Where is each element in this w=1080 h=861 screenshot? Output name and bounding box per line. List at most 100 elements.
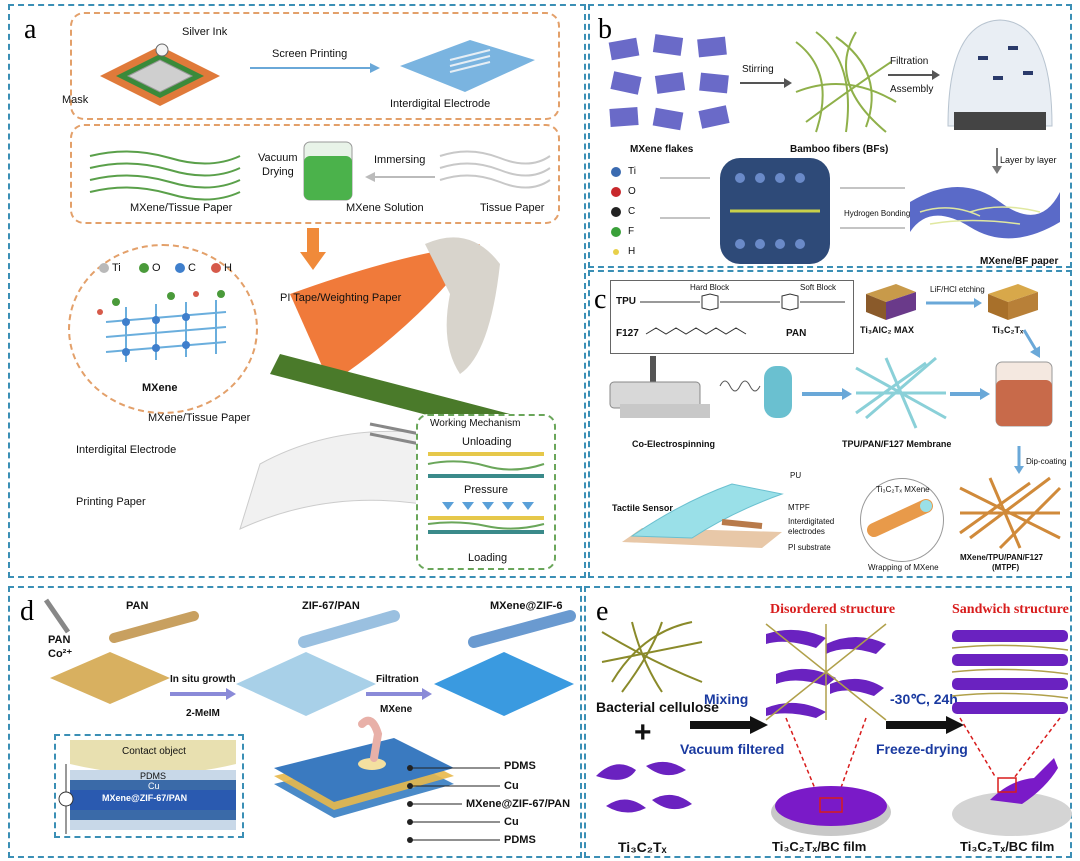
dip-beaker: [995, 361, 1053, 427]
layer-arrow: [992, 148, 1002, 174]
loading-label: Loading: [468, 552, 508, 564]
sandwich-structure: [951, 630, 1069, 714]
hydrogen-bonding-label: Hydrogen Bonding: [844, 209, 911, 218]
in-situ-arrow: [170, 688, 236, 700]
tpu-structure: [640, 293, 845, 311]
plus-sign: +: [634, 716, 652, 749]
legend-c-label: C: [188, 262, 196, 274]
mxene-zif-inset-label: MXene@ZIF-67/PAN: [102, 793, 188, 803]
sandwich-film: [952, 717, 1072, 836]
disordered-structure: [765, 623, 887, 721]
inset-layers: [70, 740, 236, 830]
chemical-structures-box: [610, 280, 854, 354]
legend-b-o: O: [628, 186, 636, 197]
molecular-structure: [660, 158, 905, 264]
drying-label: Drying: [262, 166, 294, 178]
pi-tape-label: PI Tape/Weighting Paper: [280, 292, 402, 304]
filtration-arrow: [888, 70, 940, 80]
legend-c-dot: [175, 263, 185, 273]
vacuum-filtered-label: Vacuum filtered: [680, 741, 785, 757]
mixing-arrow: [690, 716, 768, 734]
panel-label-b: b: [598, 14, 612, 45]
panel-b: b MXene flakes Stirring Bamboo fibers (B…: [588, 4, 1072, 268]
pan-c-label: PAN: [786, 328, 807, 339]
film2-label: Ti₃C₂Tₓ/BC film: [960, 839, 1055, 854]
beaker-mxene-solution: [303, 141, 353, 201]
layer-label-3: Cu: [504, 816, 519, 828]
panel-label-d: d: [20, 596, 34, 627]
legend-b-h: H: [628, 246, 636, 257]
interdigital-electrode-top-label: Interdigital Electrode: [390, 98, 491, 110]
freeze-temp-label: -30℃, 24h: [890, 691, 958, 707]
tpu-label: TPU: [616, 296, 636, 307]
composite-abbr-label: (MTPF): [992, 563, 1020, 572]
layer-by-layer-label: Layer by layer: [1000, 155, 1057, 165]
wrapping-label: Wrapping of MXene: [868, 563, 939, 572]
down-arrow-orange: [300, 228, 326, 270]
membrane-label: TPU/PAN/F127 Membrane: [842, 439, 952, 449]
layer-label-1: Cu: [504, 780, 519, 792]
mxene-tissue-paper-label: MXene/Tissue Paper: [148, 412, 251, 424]
max-label: Ti₃AlC₂ MAX: [860, 325, 914, 335]
layer-leader-lines: [407, 765, 500, 843]
mask-label: Mask: [62, 94, 89, 106]
mxene-zif-mat: [434, 652, 574, 716]
pan-mat: [50, 652, 170, 704]
legend-o-dot: [139, 263, 149, 273]
etching-label: LiF/HCl etching: [930, 285, 985, 294]
legend-o-label: O: [152, 262, 161, 274]
cu-inset-label: Cu: [148, 781, 160, 791]
sandwich-label: Sandwich structure: [952, 602, 1069, 617]
ti3c2tx-block: [988, 284, 1038, 320]
freeze-drying-label: Freeze-drying: [876, 741, 968, 757]
ti3c2tx-c-label: Ti₃C₂Tₓ: [992, 325, 1024, 335]
tissue-paper-label: Tissue Paper: [480, 202, 545, 214]
silver-ink-label: Silver Ink: [182, 26, 228, 38]
syringe-illustration: [43, 598, 71, 634]
f127-label: F127: [616, 328, 639, 339]
immersing-arrow: [365, 172, 435, 182]
stirring-label: Stirring: [742, 64, 774, 75]
zif-pan-label: ZIF-67/PAN: [302, 600, 360, 612]
mxene-structure-circle: [68, 244, 258, 414]
ti3c2tx-mxene-label: Ti₃C₂Tₓ MXene: [876, 485, 930, 494]
interdigitated-label: Interdigitated: [788, 517, 835, 526]
composite-label: MXene/TPU/PAN/F127: [960, 553, 1043, 562]
legend-b-dots: [611, 167, 621, 255]
immersion-box: [70, 124, 560, 224]
panel-label-a: a: [24, 14, 37, 45]
panel-a: a Silver Ink Mask Screen Printing Interd…: [8, 4, 586, 578]
bacterial-cellulose-illustration: [601, 621, 703, 693]
panel-d: d PAN Co²⁺ PAN In situ growth 2-MeIM ZIF…: [8, 586, 582, 858]
stirring-arrow: [740, 78, 792, 88]
ti3c2tx-flakes: [596, 761, 692, 813]
disordered-label: Disordered structure: [770, 602, 896, 617]
bamboo-fibers-illustration: [795, 31, 897, 133]
working-mechanism-box: [416, 414, 556, 570]
pi-substrate-label: PI substrate: [788, 543, 831, 552]
mtpf-label: MTPF: [788, 503, 810, 512]
pan-fiber: [109, 611, 199, 643]
contact-object-label: Contact object: [122, 746, 186, 757]
down-arrow-dip: [1014, 446, 1024, 474]
bamboo-fibers-label: Bamboo fibers (BFs): [790, 144, 889, 155]
mxene-bf-paper-illustration: [910, 187, 1060, 239]
arrow-c-2: [950, 388, 990, 400]
legend-b-ti: Ti: [628, 166, 636, 177]
printing-paper-label: Printing Paper: [76, 496, 146, 508]
mxene-label: MXene: [142, 382, 178, 394]
interdigital-electrode-label: Interdigital Electrode: [76, 444, 177, 456]
disordered-film: [771, 717, 891, 836]
in-situ-label: In situ growth: [170, 674, 236, 685]
mixing-label: Mixing: [704, 691, 749, 707]
arrow-c-1: [802, 388, 852, 400]
screen-printing-arrow: [250, 63, 380, 73]
working-mechanism-label: Working Mechanism: [430, 418, 521, 429]
legend-ti-label: Ti: [112, 262, 121, 274]
pan-syringe-label: PAN: [48, 634, 71, 646]
mxene-solution-label: MXene Solution: [346, 202, 424, 214]
soft-block-label: Soft Block: [800, 283, 837, 292]
screen-printing-box: [70, 12, 560, 120]
max-block: [866, 284, 916, 320]
mxene-flakes-label: MXene flakes: [630, 144, 694, 155]
